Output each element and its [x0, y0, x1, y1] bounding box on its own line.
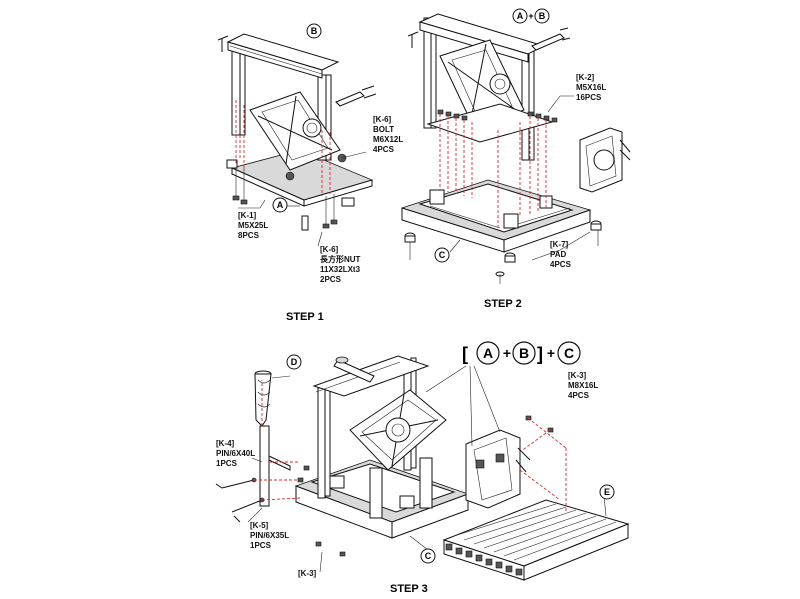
svg-text:[: [	[462, 344, 468, 364]
svg-text:M5X16L: M5X16L	[576, 83, 606, 92]
callout-abc-step3: [ A + B ] + C	[462, 341, 581, 365]
step1-drawing	[217, 33, 377, 247]
svg-text:C: C	[564, 345, 574, 361]
step3-title: STEP 3	[390, 583, 428, 595]
svg-text:[K-2]: [K-2]	[576, 73, 595, 82]
svg-text:+: +	[503, 345, 511, 361]
profile-e	[442, 499, 630, 581]
part-label-k6-bolt: [K-6] BOLT M6X12L 4PCS	[373, 115, 403, 154]
svg-text:[K-6]: [K-6]	[320, 245, 339, 254]
svg-text:D: D	[291, 357, 298, 367]
svg-text:[K-6]: [K-6]	[373, 115, 392, 124]
svg-text:+: +	[528, 11, 533, 21]
callout-c-step3: C	[420, 548, 436, 564]
step1-title: STEP 1	[286, 311, 324, 323]
svg-text:A: A	[483, 345, 493, 361]
svg-text:16PCS: 16PCS	[576, 93, 602, 102]
step3-drawing	[215, 355, 630, 581]
callout-b-step1: B	[306, 23, 322, 39]
svg-text:11X32LXt3: 11X32LXt3	[320, 265, 361, 274]
svg-text:4PCS: 4PCS	[373, 145, 395, 154]
step2-title: STEP 2	[484, 298, 522, 310]
svg-text:[K-1]: [K-1]	[238, 211, 257, 220]
part-label-k4: [K-4] PIN/6X40L 1PCS	[216, 439, 255, 468]
svg-text:1PCS: 1PCS	[216, 459, 238, 468]
svg-text:A: A	[277, 200, 284, 210]
part-label-k6-nut: [K-6] 長方形NUT 11X32LXt3 2PCS	[320, 245, 361, 284]
svg-text:C: C	[439, 250, 446, 260]
svg-text:A: A	[517, 11, 524, 21]
svg-text:[K-7]: [K-7]	[550, 240, 569, 249]
svg-text:]: ]	[537, 344, 543, 364]
part-label-k5: [K-5] PIN/6X35L 1PCS	[250, 521, 289, 550]
svg-text:1PCS: 1PCS	[250, 541, 272, 550]
svg-text:B: B	[539, 11, 546, 21]
svg-text:M5X25L: M5X25L	[238, 221, 268, 230]
callout-a-step1: A	[272, 197, 288, 213]
svg-text:C: C	[425, 551, 432, 561]
part-label-k7: [K-7] PAD 4PCS	[550, 240, 572, 269]
svg-text:PIN/6X35L: PIN/6X35L	[250, 531, 289, 540]
svg-text:2PCS: 2PCS	[320, 275, 342, 284]
svg-text:M6X12L: M6X12L	[373, 135, 403, 144]
callout-a-plus-b-step2: A + B	[512, 8, 550, 24]
svg-text:PIN/6X40L: PIN/6X40L	[216, 449, 255, 458]
svg-text:[K-3]: [K-3]	[298, 569, 317, 578]
svg-text:PAD: PAD	[550, 250, 567, 259]
callout-e-step3: E	[599, 484, 615, 500]
svg-text:4PCS: 4PCS	[568, 391, 590, 400]
svg-text:長方形NUT: 長方形NUT	[320, 254, 361, 264]
svg-text:+: +	[547, 345, 555, 361]
svg-text:[K-4]: [K-4]	[216, 439, 235, 448]
svg-text:B: B	[311, 26, 318, 36]
svg-text:E: E	[604, 487, 610, 497]
callout-c-step2: C	[434, 247, 450, 263]
callout-d-step3: D	[286, 354, 302, 370]
svg-text:[K-3]: [K-3]	[568, 371, 587, 380]
svg-text:8PCS: 8PCS	[238, 231, 260, 240]
part-label-k2: [K-2] M5X16L 16PCS	[576, 73, 606, 102]
part-label-k3: [K-3] M8X16L 4PCS	[568, 371, 598, 400]
svg-text:BOLT: BOLT	[373, 125, 394, 134]
svg-text:B: B	[519, 345, 529, 361]
svg-text:M8X16L: M8X16L	[568, 381, 598, 390]
svg-text:[K-5]: [K-5]	[250, 521, 269, 530]
part-label-k1: [K-1] M5X25L 8PCS	[238, 211, 268, 240]
svg-text:4PCS: 4PCS	[550, 260, 572, 269]
step2-drawing	[400, 13, 631, 284]
part-label-k3-ref: [K-3]	[298, 569, 317, 578]
